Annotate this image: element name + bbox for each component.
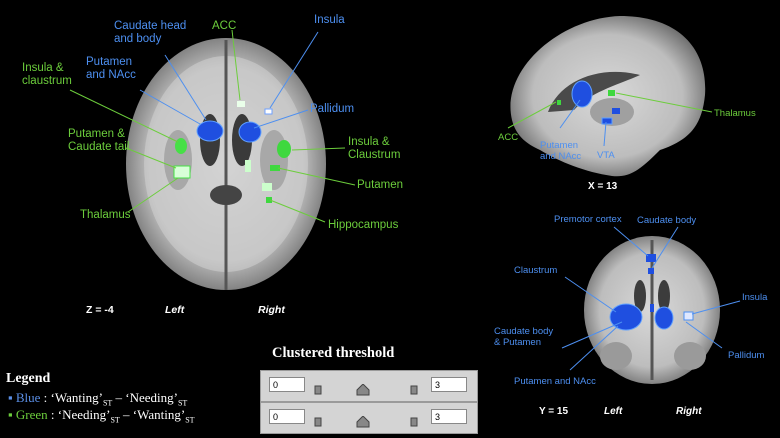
axial-coordinate: Z = -4 (86, 304, 114, 316)
blue-threshold-panel: 0 3 (260, 370, 478, 402)
blue-threshold-max[interactable]: 3 (431, 377, 467, 392)
legend-green-row: ▪ Green : ‘Needing’ST – ‘Wanting’ST (8, 407, 195, 425)
label-putamen-axial: Putamen (357, 179, 404, 191)
legend-green-key: Green (15, 407, 48, 422)
legend-title: Legend (6, 371, 51, 386)
label-acc-axial: ACC (212, 20, 237, 32)
sagittal-leader-lines (507, 92, 713, 147)
label-hippocampus: Hippocampus (328, 219, 399, 231)
label-putamen-caudate-tail: Putamen &Caudate tail (68, 128, 130, 153)
label-insula-claustrum-right: Insula &Claustrum (348, 136, 401, 161)
legend-blue-key: Blue (15, 390, 41, 405)
coronal-slice (584, 236, 720, 384)
axial-right-label: Right (258, 304, 285, 316)
coronal-leader-lines (561, 226, 741, 371)
green-threshold-handles[interactable] (311, 416, 421, 428)
label-thalamus-axial: Thalamus (80, 209, 131, 221)
blue-threshold-min[interactable]: 0 (269, 377, 305, 392)
label-putamen-nacc-coronal: Putamen and NAcc (514, 376, 596, 387)
label-vta: VTA (597, 150, 615, 161)
label-thalamus-sagittal: Thalamus (714, 108, 756, 119)
label-claustrum: Claustrum (514, 265, 558, 276)
label-caudate-body-coronal: Caudate body (637, 215, 697, 226)
label-insula-axial: Insula (314, 14, 345, 26)
label-insula-coronal: Insula (742, 292, 768, 303)
axial-leader-lines (69, 29, 356, 223)
threshold-title: Clustered threshold (272, 345, 395, 361)
label-pallidum-axial: Pallidum (310, 103, 355, 115)
blue-threshold-handles[interactable] (311, 384, 421, 396)
axial-slice (126, 38, 326, 290)
label-premotor-cortex: Premotor cortex (554, 214, 622, 225)
green-threshold-panel: 0 3 (260, 402, 478, 434)
axial-left-label: Left (165, 304, 185, 316)
coronal-coordinate: Y = 15 (539, 406, 569, 417)
label-insula-claustrum-left: Insula &claustrum (22, 62, 72, 87)
coronal-right-label: Right (676, 406, 702, 417)
sagittal-coordinate: X = 13 (588, 181, 618, 192)
label-caudate-body-putamen: Caudate body& Putamen (494, 326, 554, 348)
legend-blue-row: ▪ Blue : ‘Wanting’ST – ‘Needing’ST (8, 390, 188, 408)
green-threshold-min[interactable]: 0 (269, 409, 305, 424)
label-acc-sagittal: ACC (498, 132, 519, 143)
green-threshold-max[interactable]: 3 (431, 409, 467, 424)
label-pallidum-coronal: Pallidum (728, 350, 765, 361)
sagittal-slice (510, 16, 706, 177)
coronal-left-label: Left (604, 406, 623, 417)
